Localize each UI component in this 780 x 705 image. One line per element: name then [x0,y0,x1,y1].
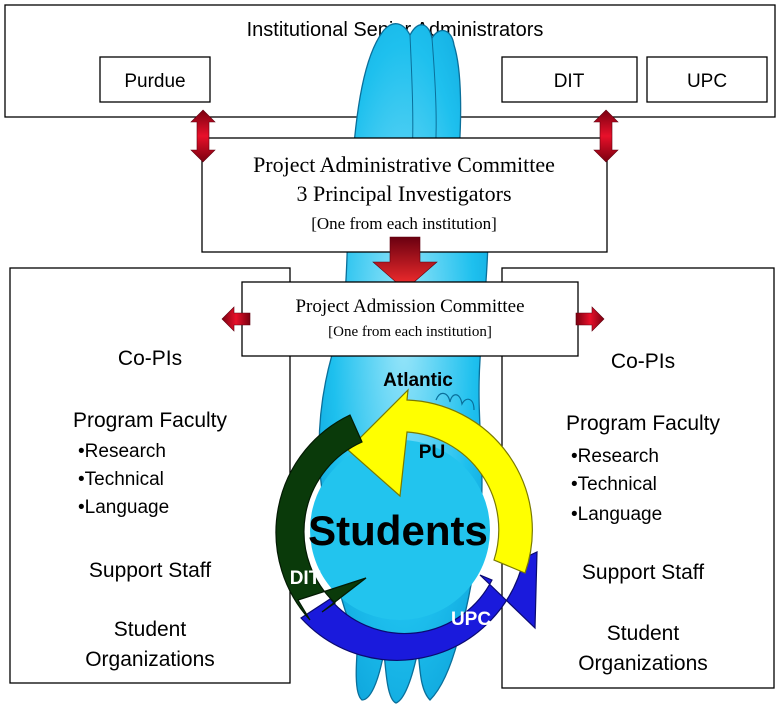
pu-label: PU [419,442,445,463]
admin-committee-line3: [One from each institution] [311,214,497,233]
admin-committee-box: Project Administrative Committee 3 Princ… [201,137,608,253]
left-bullet-research: •Research [78,441,166,462]
institution-dit-label: DIT [554,71,585,92]
students-label: Students [308,507,488,554]
red-double-arrow-right [593,109,619,163]
right-student-line2: Organizations [578,652,708,675]
institution-upc-box: UPC [646,56,768,103]
admission-committee-line1: Project Admission Committee [295,296,524,317]
pu-arrow [347,388,533,574]
admin-committee-line2: 3 Principal Investigators [296,181,511,206]
dit-arrow [275,414,367,621]
institution-purdue-box: Purdue [99,56,211,103]
left-bullet-technical: •Technical [78,469,164,490]
right-bullet-technical: •Technical [571,474,657,495]
students-cycle: Students PU DIT UPC [275,388,538,661]
right-program-faculty: Program Faculty [566,412,721,435]
institution-upc-label: UPC [687,71,727,92]
left-co-pis: Co-PIs [118,347,182,370]
atlantic-label: Atlantic [383,370,453,391]
right-staff-panel: Co-PIs Program Faculty •Research •Techni… [501,267,775,689]
admission-committee-box: Project Admission Committee [One from ea… [241,281,579,357]
upc-label: UPC [451,609,491,630]
red-down-arrow [372,236,438,291]
cycle-center-disc [310,440,490,620]
institution-dit-box: DIT [501,56,638,103]
red-arrow-right [575,306,605,332]
right-support-staff: Support Staff [582,561,704,584]
institution-purdue-label: Purdue [124,71,185,92]
left-support-staff: Support Staff [89,559,211,582]
admission-committee-line2: [One from each institution] [328,324,492,340]
right-student-line1: Student [607,622,680,645]
left-bullet-language: •Language [78,497,169,518]
red-double-arrow-left [190,109,216,163]
right-bullet-language: •Language [571,504,662,525]
right-co-pis: Co-PIs [611,350,675,373]
dit-label: DIT [290,568,321,589]
left-student-line2: Organizations [85,648,215,671]
red-arrow-left [221,306,251,332]
right-bullet-research: •Research [571,446,659,467]
admin-committee-line1: Project Administrative Committee [253,152,555,177]
left-program-faculty: Program Faculty [73,409,228,432]
left-student-line1: Student [114,618,187,641]
